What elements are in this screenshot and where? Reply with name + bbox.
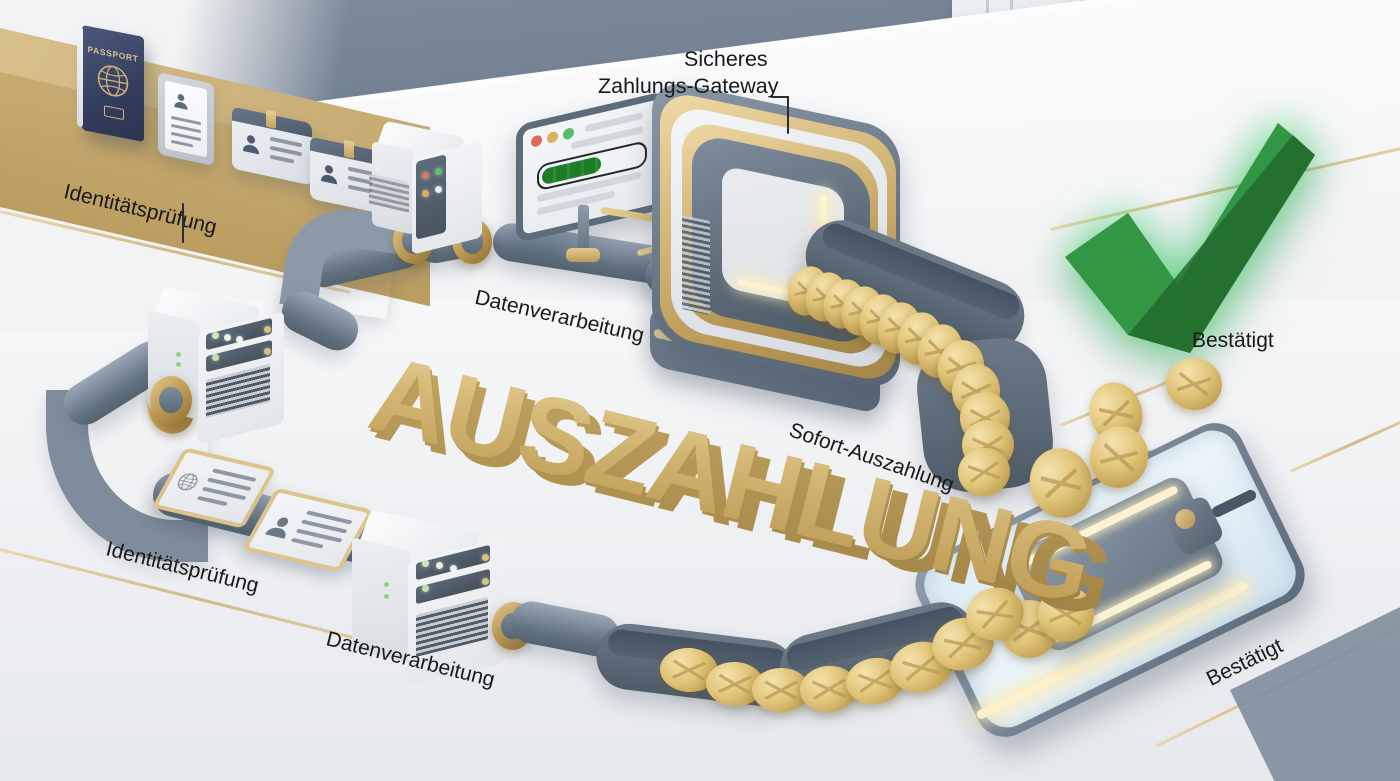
id-card-lower-2: [242, 487, 374, 573]
passport-title: PASSPORT: [87, 44, 139, 64]
traffic-light-green[interactable]: [563, 126, 574, 141]
green-checkmark-icon: [1065, 123, 1315, 353]
id-card-2: [310, 136, 390, 216]
gateway-leader-line-vertical: [787, 96, 789, 134]
browser-card-stand: [578, 205, 589, 253]
pipe-collar-server-mid: [150, 376, 192, 424]
id-document-card: [158, 72, 214, 166]
person-icon: [242, 135, 260, 155]
server-top: [369, 120, 492, 268]
passport-chip-icon: [104, 105, 124, 121]
label-confirmed-top: Bestätigt: [1192, 329, 1274, 352]
id-card-clip-icon: [266, 109, 276, 129]
gateway-leader-line-horizontal: [771, 96, 789, 98]
traffic-light-yellow[interactable]: [547, 130, 558, 145]
passport: PASSPORT: [77, 24, 144, 143]
person-icon: [320, 165, 338, 185]
identity-check-leader-line: [182, 203, 184, 243]
globe-icon: [177, 473, 198, 491]
person-icon: [265, 517, 289, 539]
person-icon: [174, 94, 188, 110]
globe-icon: [97, 65, 129, 97]
server-mid-left: [148, 287, 288, 456]
label-gateway-line2: Zahlungs-Gateway: [598, 74, 779, 98]
passport-pages: [77, 26, 83, 128]
id-card-lower-1: [151, 447, 277, 529]
id-card-1: [232, 106, 312, 186]
label-gateway-line1: Sicheres: [684, 47, 768, 71]
server-bottom: [352, 509, 512, 700]
gateway-vents: [682, 215, 710, 315]
traffic-light-red[interactable]: [531, 134, 542, 148]
browser-card-base: [566, 248, 600, 262]
id-card-clip-icon: [344, 139, 354, 159]
